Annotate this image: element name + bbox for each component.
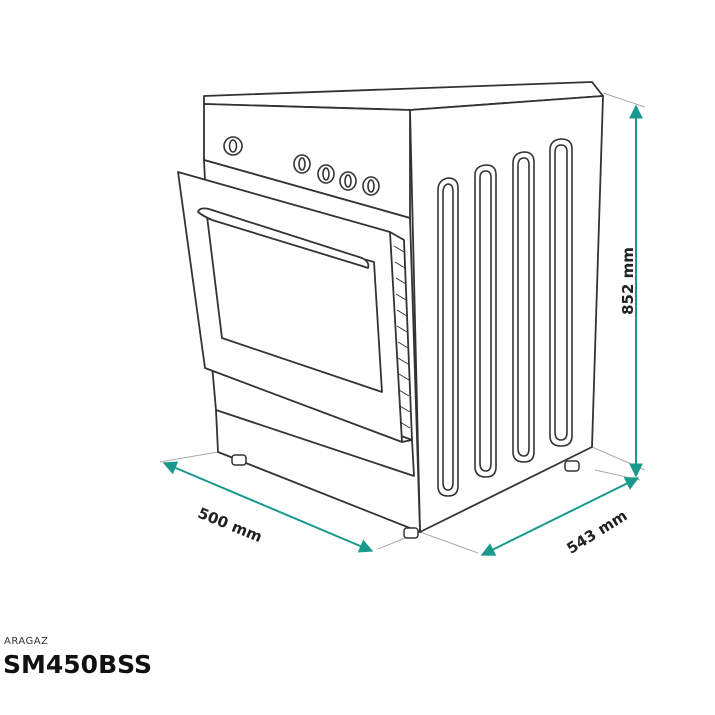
- side-vents: [437, 138, 573, 497]
- depth-dimension-line: [480, 477, 640, 556]
- knobs: [223, 136, 380, 196]
- height-label: 852 mm: [619, 247, 637, 315]
- knob-icon: [362, 176, 380, 196]
- knob-icon: [339, 171, 357, 191]
- oven-door: [177, 171, 413, 443]
- product-model: SM450BSS: [3, 650, 153, 679]
- width-dimension-line: [162, 461, 374, 553]
- knob-icon: [317, 164, 335, 184]
- product-category: ARAGAZ: [4, 636, 49, 647]
- dimension-lines: [162, 104, 643, 556]
- oven-handle: [197, 207, 370, 269]
- knob-icon: [293, 154, 311, 174]
- knob-icon: [223, 136, 243, 156]
